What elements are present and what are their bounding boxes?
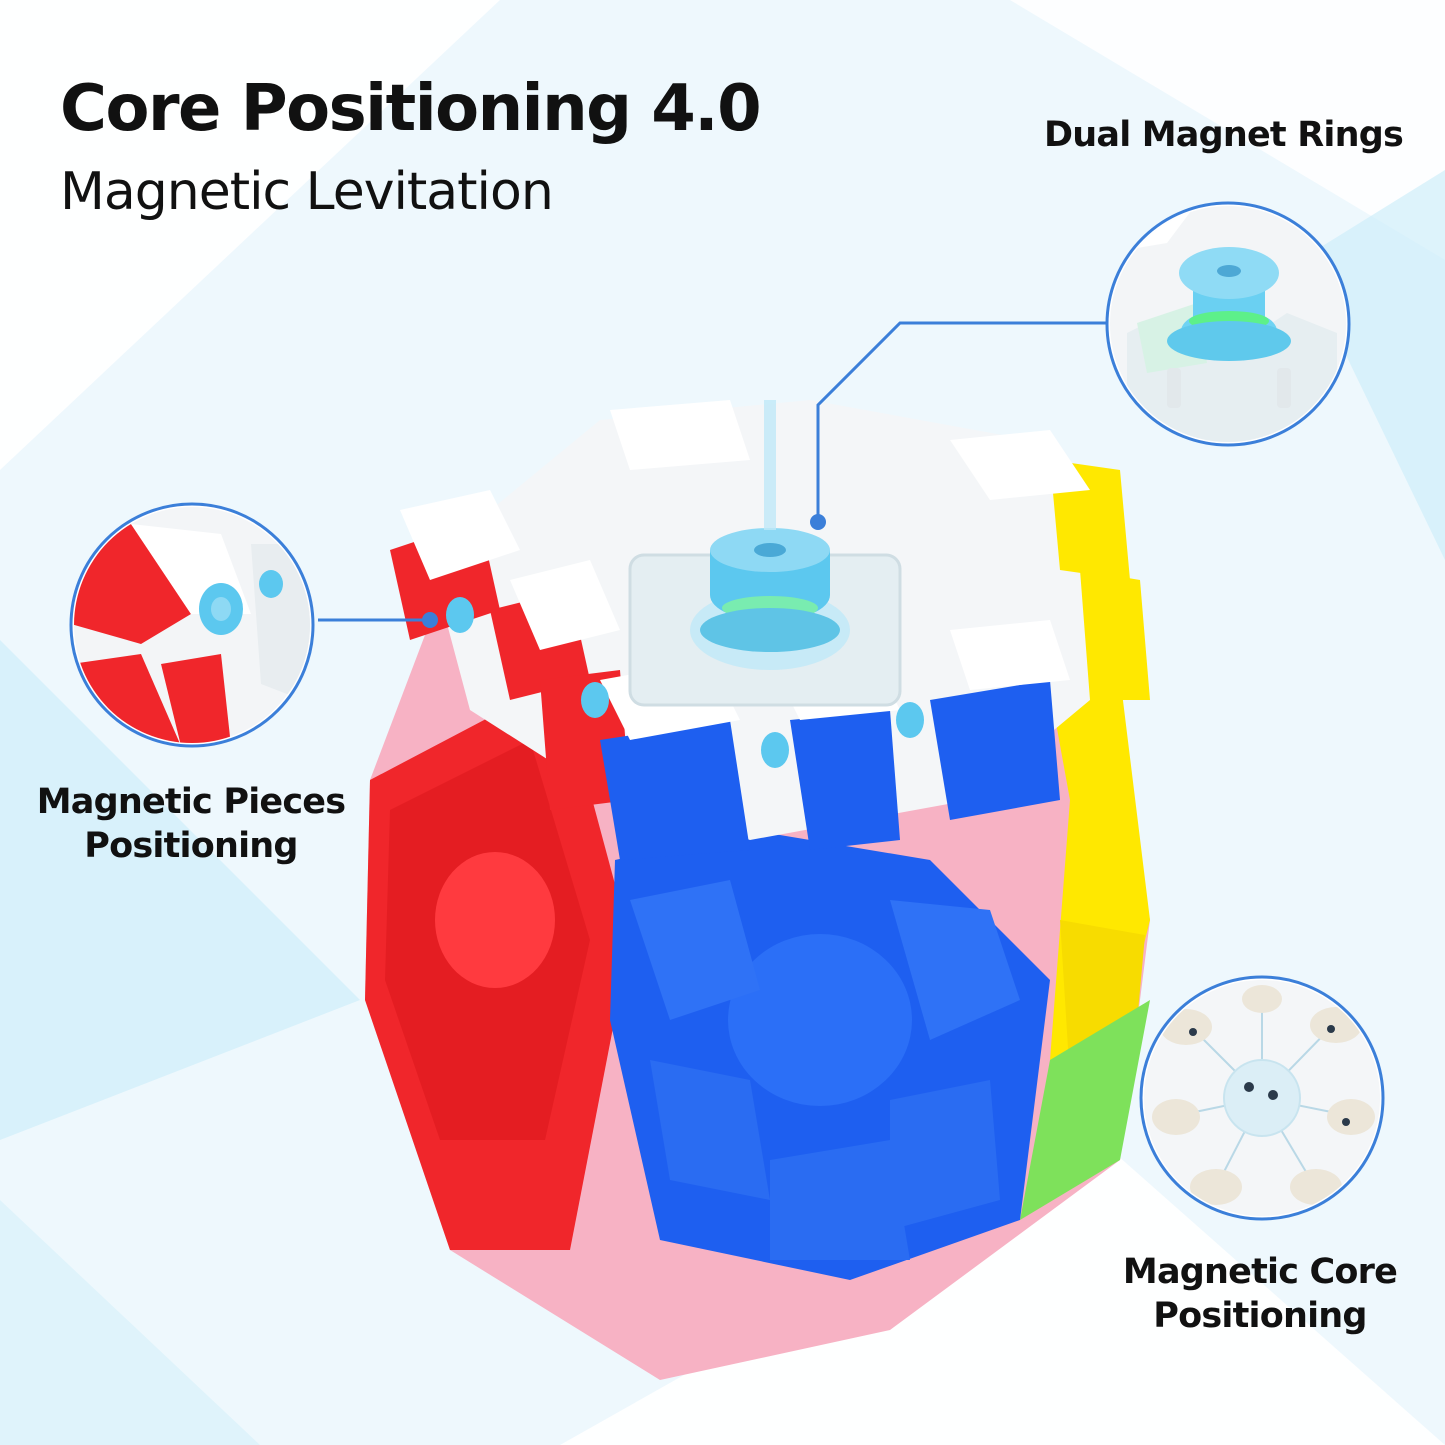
magnet-ring-zoom-image bbox=[1110, 206, 1346, 442]
page-subtitle: Magnetic Levitation bbox=[60, 162, 554, 222]
magnetic-pieces-label: Magnetic Pieces Positioning bbox=[36, 780, 346, 868]
magnetic-pieces-line1: Magnetic Pieces bbox=[36, 782, 346, 822]
magnetic-core-zoom-image bbox=[1144, 980, 1380, 1216]
magnetic-core-label: Magnetic Core Positioning bbox=[1110, 1250, 1410, 1338]
magnetic-core-line2: Positioning bbox=[1153, 1296, 1367, 1336]
dual-magnet-rings-text: Dual Magnet Rings bbox=[1044, 115, 1404, 155]
page-title: Core Positioning 4.0 bbox=[60, 72, 762, 146]
magnet-piece-zoom-image bbox=[74, 507, 310, 743]
dual-magnet-rings-label: Dual Magnet Rings bbox=[1044, 113, 1404, 157]
magnetic-pieces-line2: Positioning bbox=[84, 826, 298, 866]
megaminx-puzzle-image bbox=[365, 400, 1150, 1380]
magnetic-core-line1: Magnetic Core bbox=[1122, 1252, 1398, 1292]
